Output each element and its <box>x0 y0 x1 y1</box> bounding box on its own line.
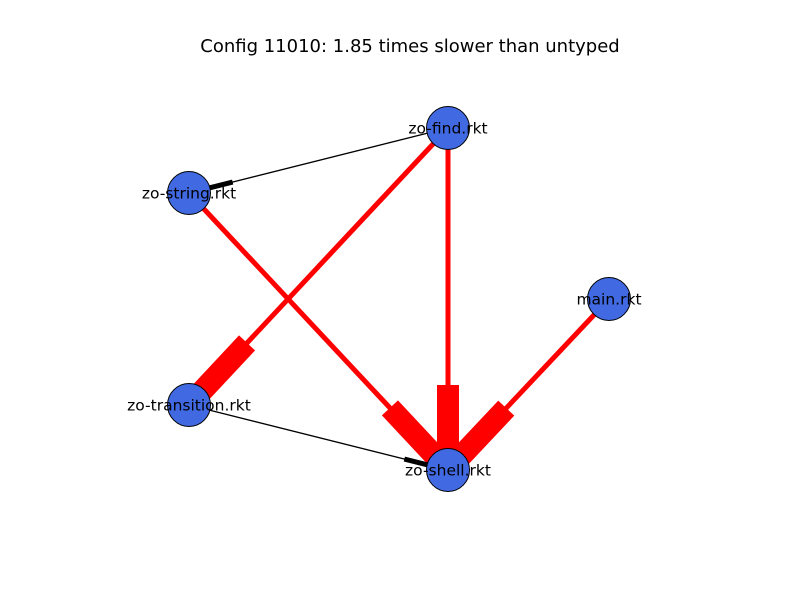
node-label: zo-transition.rkt <box>127 397 251 415</box>
nodes-layer: zo-find.rkt zo-string.rkt main.rkt zo-trans… <box>127 106 642 492</box>
edge-string-shell <box>187 191 452 473</box>
node-circle[interactable] <box>587 277 631 321</box>
node-transition[interactable]: zo-transition.rkt <box>127 383 251 427</box>
edge-main-shell <box>444 297 611 473</box>
graph-title: Config 11010: 1.85 times slower than unt… <box>200 36 619 57</box>
node-circle[interactable] <box>426 106 470 150</box>
node-label: zo-find.rkt <box>408 120 487 138</box>
node-find[interactable]: zo-find.rkt <box>408 106 488 150</box>
node-label: main.rkt <box>576 291 641 309</box>
node-shell[interactable]: zo-shell.rkt <box>405 448 491 492</box>
node-label: zo-string.rkt <box>142 185 236 203</box>
node-circle[interactable] <box>426 448 470 492</box>
node-circle[interactable] <box>167 383 211 427</box>
node-main[interactable]: main.rkt <box>576 277 642 321</box>
node-circle[interactable] <box>167 171 211 215</box>
node-string[interactable]: zo-string.rkt <box>142 171 236 215</box>
node-label: zo-shell.rkt <box>405 462 491 480</box>
edge-find-transition <box>185 126 450 408</box>
edge-find-string <box>188 127 449 194</box>
edges-layer <box>185 126 611 473</box>
